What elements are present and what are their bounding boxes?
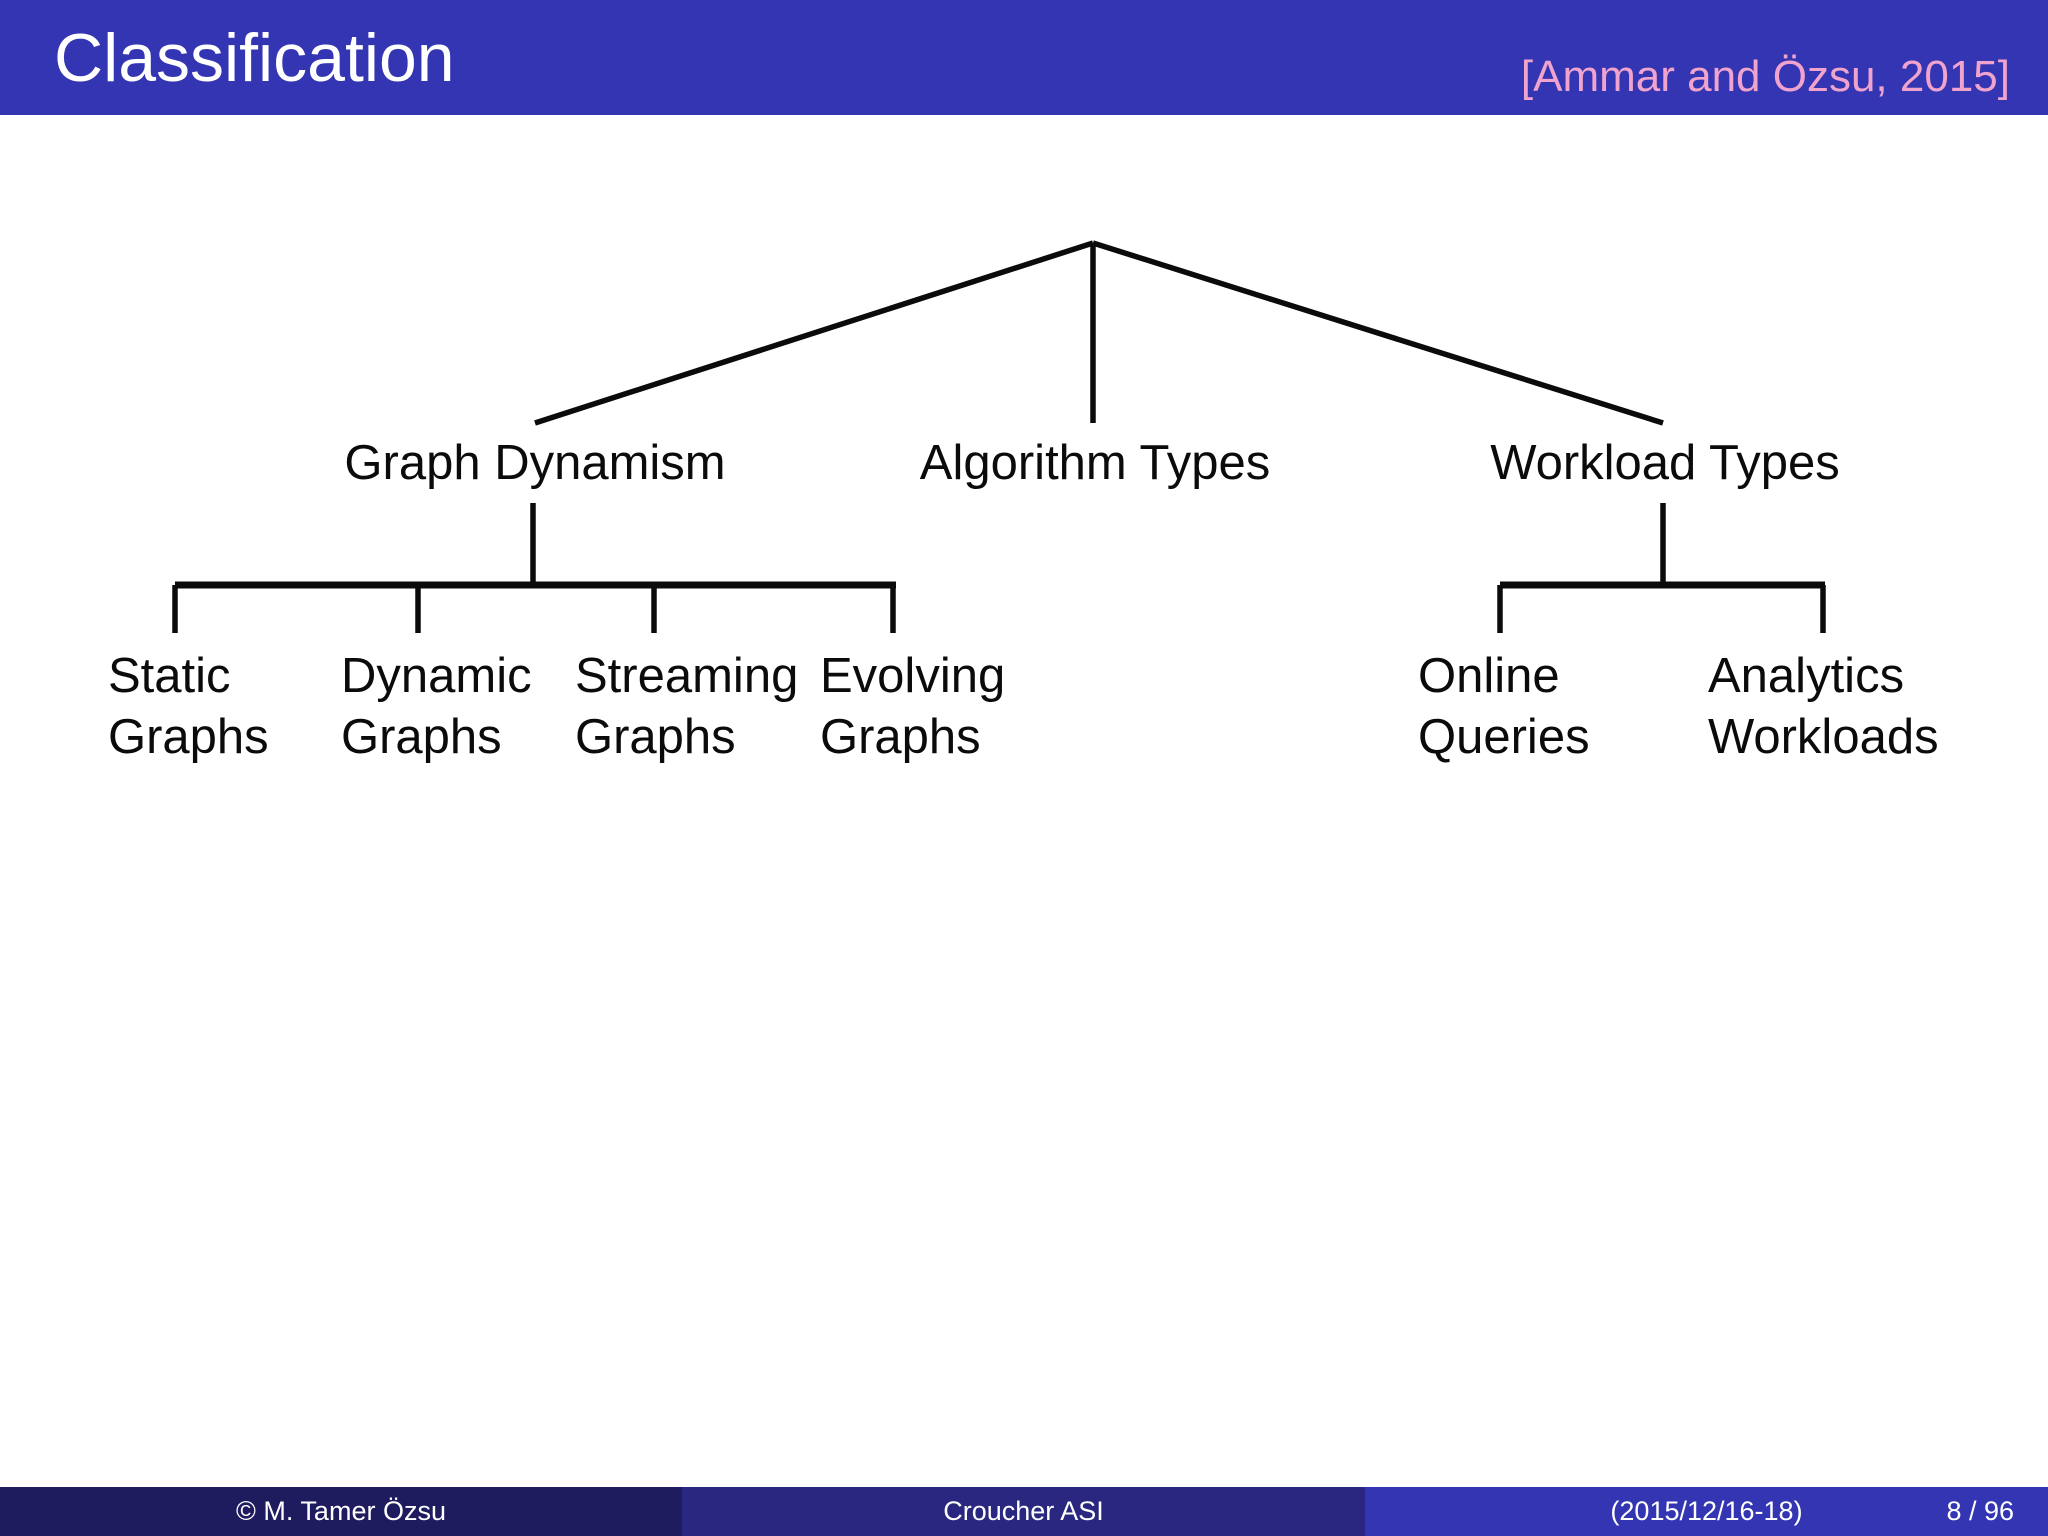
leaf-line: Graphs <box>341 710 502 764</box>
leaf-line: Static <box>108 649 231 703</box>
leaf-line: Graphs <box>820 710 981 764</box>
slide-footer-bar: © M. Tamer Özsu Croucher ASI (2015/12/16… <box>0 1487 2048 1536</box>
tree-node-analytics-workloads: Analytics Workloads <box>1708 646 1939 768</box>
tree-node-static-graphs: Static Graphs <box>108 646 269 768</box>
leaf-line: Graphs <box>108 710 269 764</box>
leaf-line: Analytics <box>1708 649 1905 703</box>
tree-node-algorithm-types: Algorithm Types <box>919 436 1271 490</box>
leaf-line: Online <box>1418 649 1560 703</box>
tree-node-dynamic-graphs: Dynamic Graphs <box>341 646 532 768</box>
slide-header-bar: Classification [Ammar and Özsu, 2015] <box>0 0 2048 115</box>
citation-reference: [Ammar and Özsu, 2015] <box>1520 52 2010 101</box>
tree-node-online-queries: Online Queries <box>1418 646 1590 768</box>
edge-root-graph-dynamism <box>534 240 1094 426</box>
leaf-line: Dynamic <box>341 649 532 703</box>
tree-node-workload-types: Workload Types <box>1490 436 1840 490</box>
leaf-line: Evolving <box>820 649 1006 703</box>
page-title: Classification <box>54 20 455 96</box>
leaf-line: Streaming <box>575 649 799 703</box>
edge-root-workload-types <box>1092 240 1664 426</box>
tree-node-evolving-graphs: Evolving Graphs <box>820 646 1005 768</box>
tree-node-streaming-graphs: Streaming Graphs <box>575 646 798 768</box>
footer-date: (2015/12/16-18) <box>1610 1496 1803 1526</box>
footer-venue: Croucher ASI <box>682 1487 1365 1536</box>
leaf-line: Queries <box>1418 710 1590 764</box>
leaf-line: Graphs <box>575 710 736 764</box>
footer-page-number: 8 / 96 <box>1946 1496 2014 1526</box>
footer-date-page: (2015/12/16-18) 8 / 96 <box>1365 1487 2048 1536</box>
tree-node-graph-dynamism: Graph Dynamism <box>344 436 726 490</box>
footer-author: © M. Tamer Özsu <box>0 1487 682 1536</box>
leaf-line: Workloads <box>1708 710 1939 764</box>
